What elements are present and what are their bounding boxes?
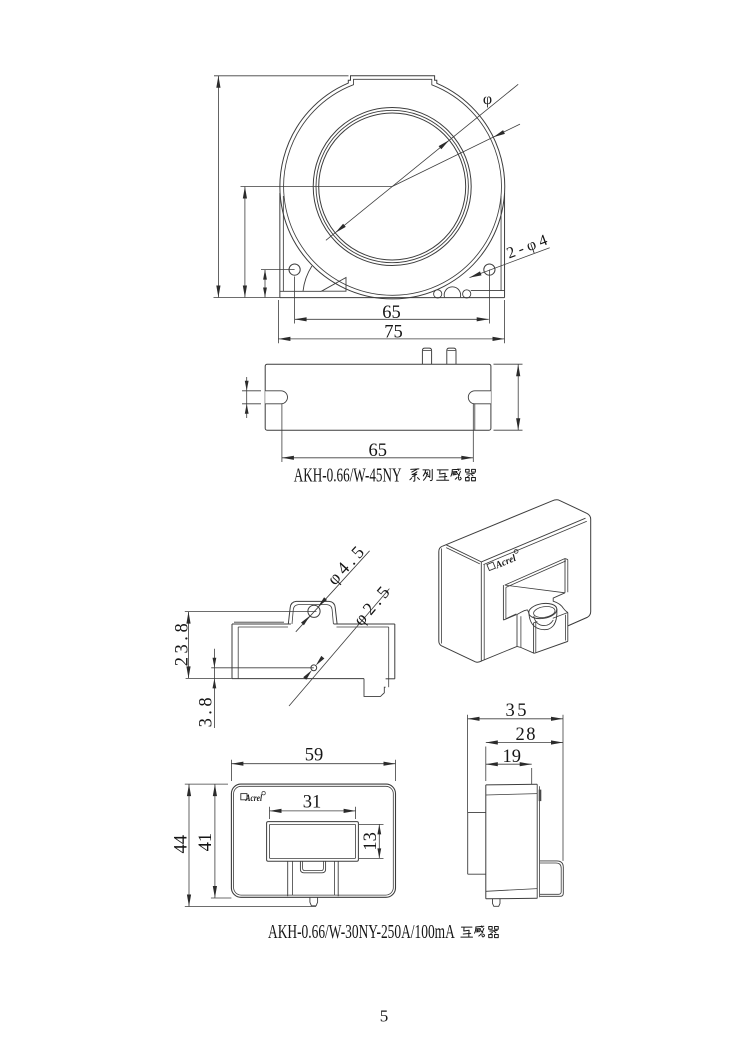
svg-text:3.8: 3.8	[196, 697, 216, 727]
svg-text:2-φ4: 2-φ4	[504, 232, 549, 263]
svg-text:35: 35	[506, 701, 527, 721]
svg-text:65: 65	[382, 303, 401, 323]
svg-text:44: 44	[171, 835, 191, 854]
svg-text:13: 13	[361, 832, 381, 851]
svg-text:75: 75	[384, 323, 403, 343]
svg-text:23.8: 23.8	[172, 623, 192, 666]
svg-text:59: 59	[305, 746, 324, 766]
svg-text:φ: φ	[483, 91, 492, 108]
svg-text:31: 31	[303, 793, 322, 813]
svg-text:AKH-0.66/W-30NY-250A/100mA: AKH-0.66/W-30NY-250A/100mA	[268, 921, 455, 943]
svg-text:5: 5	[380, 1006, 389, 1025]
svg-text:φ2.5: φ2.5	[349, 582, 393, 629]
svg-text:Acrel: Acrel	[245, 794, 263, 804]
svg-text:AKH-0.66/W-45NY: AKH-0.66/W-45NY	[294, 465, 402, 487]
svg-text:65: 65	[369, 441, 388, 461]
svg-text:φ4.5: φ4.5	[323, 542, 368, 589]
svg-text:41: 41	[196, 833, 216, 852]
svg-text:28: 28	[516, 725, 536, 745]
svg-text:19: 19	[503, 747, 522, 767]
